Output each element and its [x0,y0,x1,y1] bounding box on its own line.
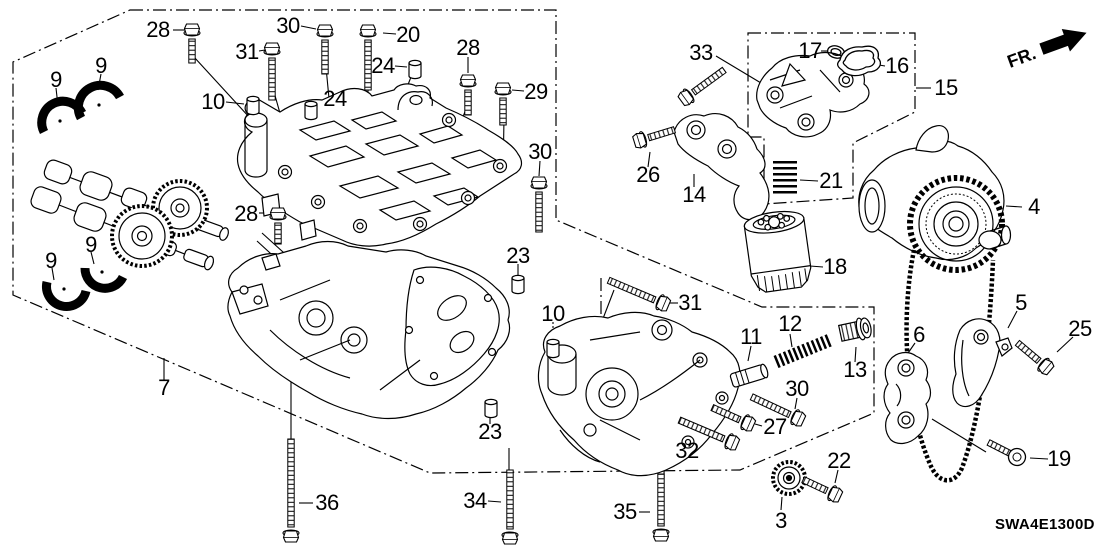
lower-oil-pump-plate [227,240,511,420]
chain-guide [952,318,1013,408]
callout-10-16: 10 [541,301,565,326]
callout-21-27: 21 [819,168,843,193]
callout-28-5: 28 [456,35,480,60]
callout-19-43: 19 [1047,446,1071,471]
callout-25-42: 25 [1068,316,1092,341]
dowel-pin-23 [484,398,498,419]
bolt-33 [676,66,727,109]
chain-tensioner [883,351,932,445]
dowel-pin-24 [408,59,422,80]
diagram-code: SWA4E1300D [995,516,1095,533]
callout-6-40: 6 [913,322,925,347]
callout-30-11: 30 [528,139,552,164]
callout-34-20: 34 [463,488,487,513]
gasket-16 [836,45,882,77]
relief-valve-spring [773,333,833,369]
bolt-35 [652,473,670,542]
callout-10-9: 10 [201,89,225,114]
bolts [183,23,1057,545]
callout-23-17: 23 [478,419,502,444]
callout-28-12: 28 [234,201,258,226]
callout-33-21: 33 [689,40,713,65]
dowel-pin-10 [246,95,260,116]
callout-4-29: 4 [1028,194,1040,219]
callout-26-25: 26 [636,162,660,187]
fr-direction-label: FR. [1005,43,1039,72]
bolt-19 [986,439,1027,467]
bolt-30 [316,24,334,75]
callout-24-10: 24 [323,86,347,111]
dowel-pin-23 [511,274,525,295]
upper-carrier-plate [236,83,523,247]
bolt-22 [801,476,845,505]
callout-35-37: 35 [613,499,637,524]
callout-7-18: 7 [158,375,170,400]
callout-9-14: 9 [45,248,57,273]
drive-sprocket [771,460,807,496]
callout-24-4: 24 [371,53,395,78]
fr-direction-indicator: FR. [1005,28,1087,72]
callout-30-1: 30 [276,13,300,38]
oil-pump-body [537,311,741,477]
sealing-plug [837,317,872,342]
callout-5-41: 5 [1015,290,1027,315]
callout-30-34: 30 [785,376,809,401]
bolt-25 [1014,339,1057,378]
callout-9-8: 9 [95,53,107,78]
bolt-27 [710,403,758,434]
bolt-36 [282,438,300,543]
bolt-31 [606,276,673,314]
dowel-pin-10 [546,338,560,359]
phantom-boundary-filter-group [747,32,916,205]
balancer-shaft-assembly [30,159,229,271]
bearing-shells [37,80,128,311]
callout-16-23: 16 [885,53,909,78]
callout-28-0: 28 [146,17,170,42]
relief-valve-piston [729,363,769,388]
bolt-26 [631,126,677,151]
callout-3-38: 3 [775,508,787,533]
balancer-gear-small [110,204,174,268]
callout-17-22: 17 [798,38,822,63]
callout-11-31: 11 [740,324,762,349]
oil-filter-cartridge [743,210,812,293]
bolt-29 [494,82,512,126]
bolt-28 [183,23,201,64]
fr-arrow-icon [1039,28,1087,55]
callout-14-26: 14 [682,182,706,207]
bolt-32 [677,416,742,453]
callout-9-7: 9 [50,67,62,92]
pump-housing-sprocket [858,125,1012,273]
bearing-shell-half [73,80,124,121]
callout-20-2: 20 [396,22,420,47]
phantom-boundary-left-group [12,9,875,474]
callout-13-33: 13 [843,357,867,382]
callout-23-15: 23 [506,243,530,268]
dowel-pin-24 [304,100,318,121]
callout-29-6: 29 [524,79,548,104]
bolt-28 [459,74,477,116]
bolt-34 [501,469,519,545]
callout-18-28: 18 [823,254,847,279]
bolt-30 [530,176,548,233]
filter-mount-bracket [673,113,770,221]
callout-36-19: 36 [315,490,339,515]
callout-9-13: 9 [85,232,97,257]
bolt-bosses [277,112,508,234]
callout-22-39: 22 [827,448,851,473]
bearing-shell-half [80,267,128,293]
bolt-28 [269,207,287,245]
callout-27-35: 27 [763,414,787,439]
callout-31-3: 31 [235,39,259,64]
callout-31-30: 31 [678,290,702,315]
bolt-30 [749,393,808,429]
callout-32-36: 32 [675,438,699,463]
bearing-shell-half [42,280,91,311]
callout-15-24: 15 [934,75,958,100]
callout-12-32: 12 [778,311,802,336]
bolt-31 [263,42,281,101]
bolt-20 [359,24,377,91]
